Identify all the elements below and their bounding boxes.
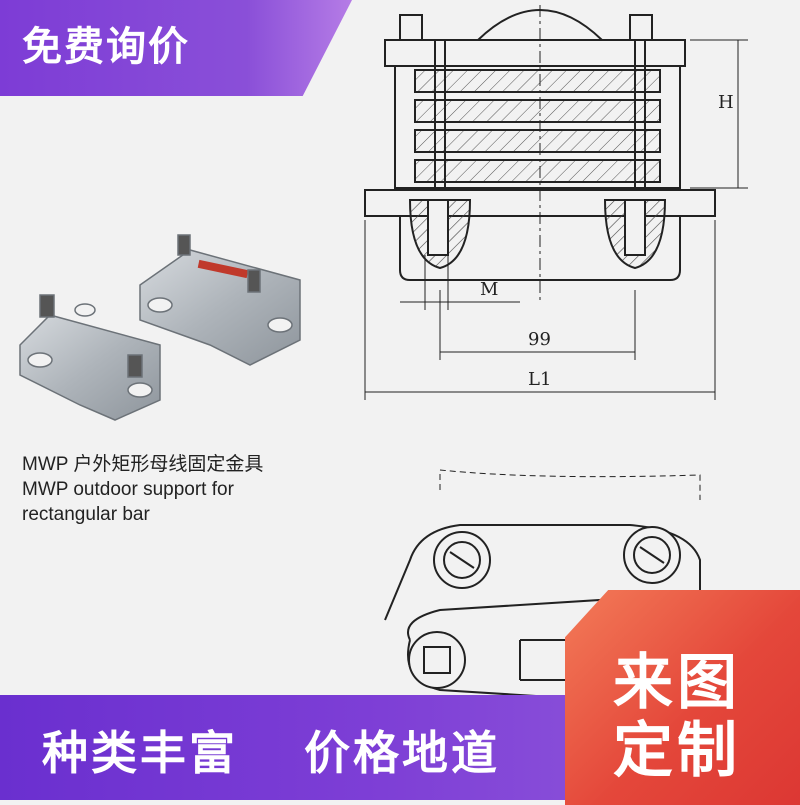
free-inquiry-banner[interactable]: 免费询价 bbox=[0, 0, 352, 96]
caption-chinese: MWP 户外矩形母线固定金具 bbox=[22, 454, 264, 475]
dim-99-label: 99 bbox=[528, 329, 551, 350]
badge-line-2: 定制 bbox=[613, 716, 741, 786]
clamp-plan-view bbox=[384, 469, 701, 702]
clamp-back bbox=[139, 234, 301, 366]
badge-line-1: 来图 bbox=[613, 648, 741, 718]
free-inquiry-label: 免费询价 bbox=[22, 24, 190, 70]
slogan-variety: 种类丰富 bbox=[42, 726, 238, 780]
bottom-slogan-bar: 种类丰富 价格地道 bbox=[0, 695, 640, 800]
clamp-section-view bbox=[364, 5, 748, 400]
slogan-price: 价格地道 bbox=[304, 726, 500, 780]
dim-m-label: M bbox=[480, 279, 498, 300]
caption-english-line-2: rectangular bar bbox=[22, 504, 150, 525]
clamp-front bbox=[19, 294, 161, 421]
custom-order-badge[interactable]: 来图 定制 bbox=[565, 590, 800, 805]
caption-english-line-1: MWP outdoor support for bbox=[22, 479, 234, 500]
product-caption: MWP 户外矩形母线固定金具 MWP outdoor support for r… bbox=[22, 452, 263, 527]
dim-h-label: H bbox=[718, 92, 734, 113]
dim-l1-label: L1 bbox=[528, 369, 551, 390]
product-photo bbox=[19, 234, 301, 421]
